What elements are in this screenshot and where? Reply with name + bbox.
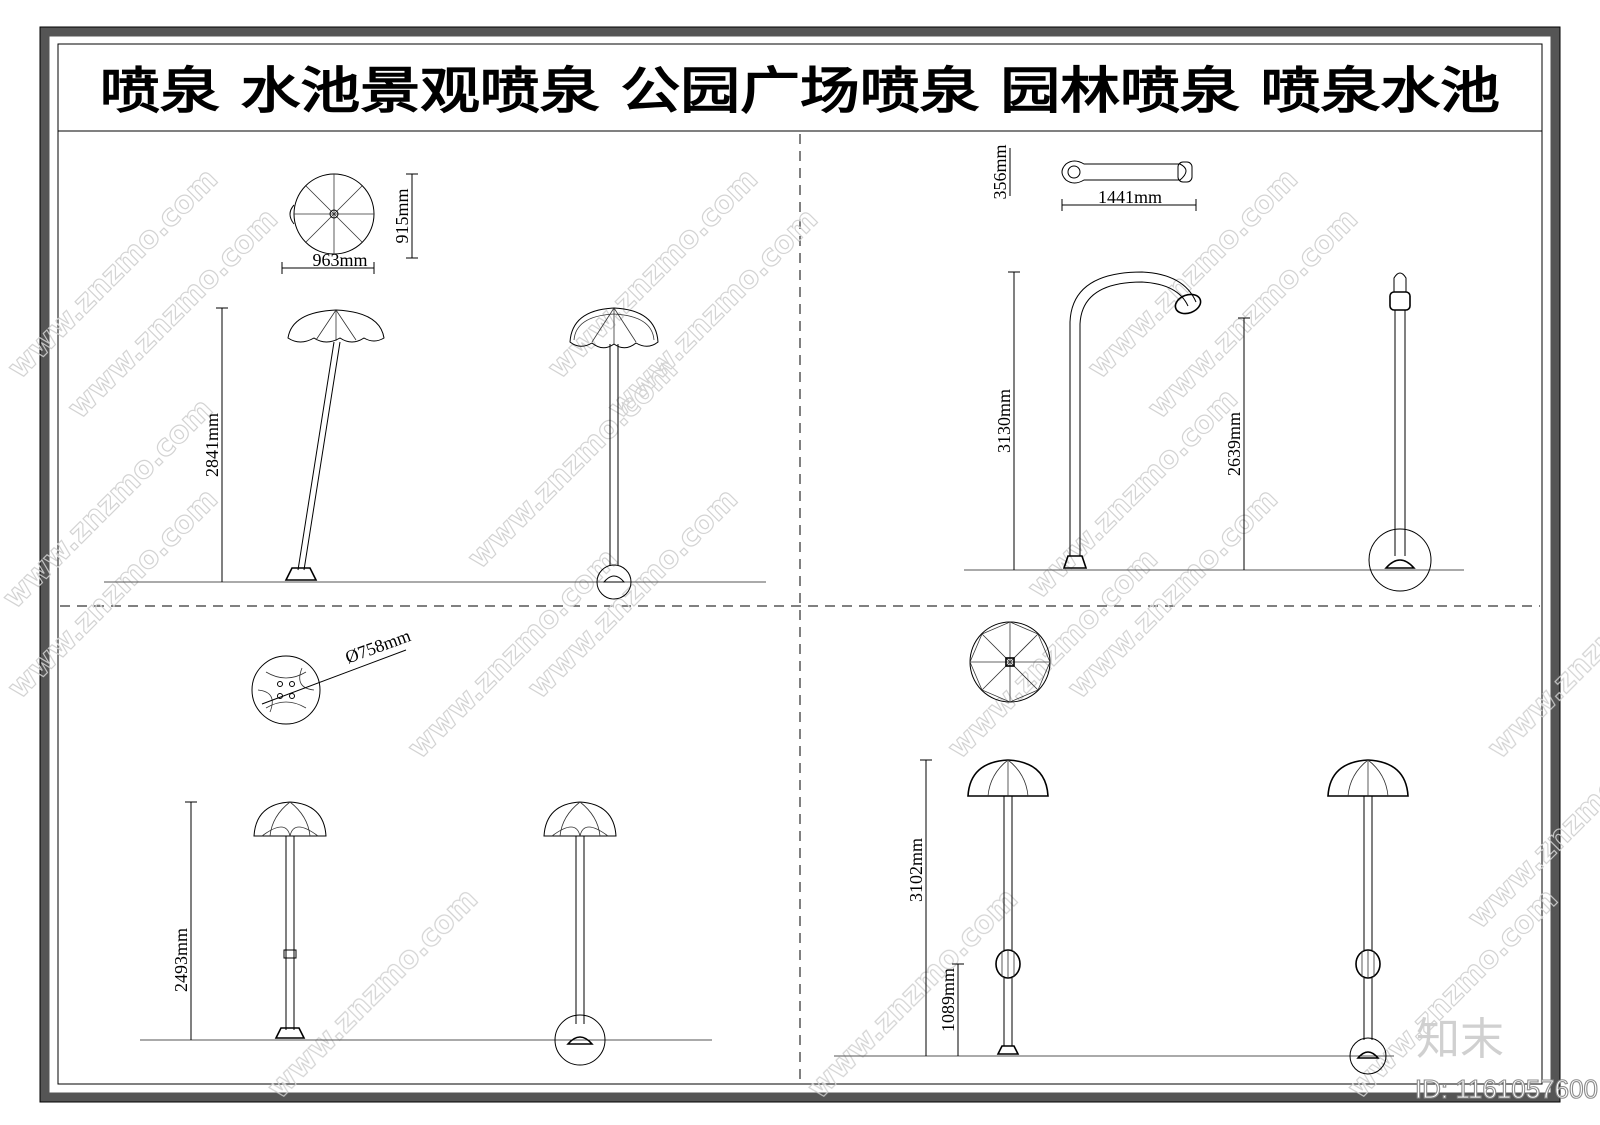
- dimension-label: 356mm: [990, 144, 1010, 199]
- dome-fountain-elevation: [253, 801, 327, 1039]
- watermark-id: ID: 1161057600: [1415, 1074, 1598, 1104]
- dimension-label: 2493mm: [171, 928, 191, 992]
- watermark-logo: 知末: [1416, 1014, 1504, 1065]
- watermark-site-text: www.znzmo.com: [261, 882, 485, 1106]
- dimension-label: 963mm: [312, 250, 367, 270]
- dimension-leader: [261, 649, 407, 705]
- drawing-title: 喷泉 水池景观喷泉 公园广场喷泉 园林喷泉 喷泉水池: [100, 62, 1500, 120]
- dome-plan-view: [251, 655, 321, 725]
- tilted-umbrella-elevation: [284, 309, 385, 581]
- dimension-label: 3102mm: [906, 838, 926, 902]
- watermark-site-text: www.znzmo.com: [461, 352, 685, 576]
- umbrella-plan-view-2: [969, 621, 1051, 703]
- watermark-site-text: www.znzmo.com: [1341, 882, 1565, 1106]
- lantern-umbrella-side-elevation: [1327, 759, 1409, 1075]
- umbrella-plan-view: [289, 173, 375, 255]
- frame-border: [40, 27, 1560, 1102]
- dimension-label: 1441mm: [1098, 187, 1162, 207]
- outer-border: [39, 26, 1561, 1103]
- dimension-label: 3130mm: [994, 389, 1014, 453]
- umbrella-elevation: [569, 307, 659, 600]
- dome-fountain-side-elevation: [543, 801, 617, 1066]
- panel-top-left: 963mm 915mm 2841mm: [104, 173, 766, 600]
- panel-top-right: 1441mm 356mm 3130mm 2639mm: [964, 144, 1464, 592]
- dimension-label: 2841mm: [202, 413, 222, 477]
- arch-fountain-elevation: [1062, 271, 1202, 569]
- panel-bottom-left: Ø758mm 2493mm: [140, 625, 712, 1066]
- dimension-label: 915mm: [392, 188, 412, 243]
- arch-fountain-side-elevation: [1368, 272, 1432, 592]
- dimension-label: Ø758mm: [343, 625, 414, 667]
- watermark-site-text: www.znzmo.com: [1481, 542, 1600, 766]
- lantern-umbrella-elevation: [967, 759, 1049, 1055]
- dimension-label: 1089mm: [938, 968, 958, 1032]
- panel-bottom-right: 3102mm 1089mm: [834, 621, 1409, 1075]
- dimension-label: 2639mm: [1224, 412, 1244, 476]
- arch-fountain-plan-view: [1061, 160, 1193, 184]
- inner-border: [57, 43, 1543, 1085]
- watermark-site-text: www.znzmo.com: [801, 882, 1025, 1106]
